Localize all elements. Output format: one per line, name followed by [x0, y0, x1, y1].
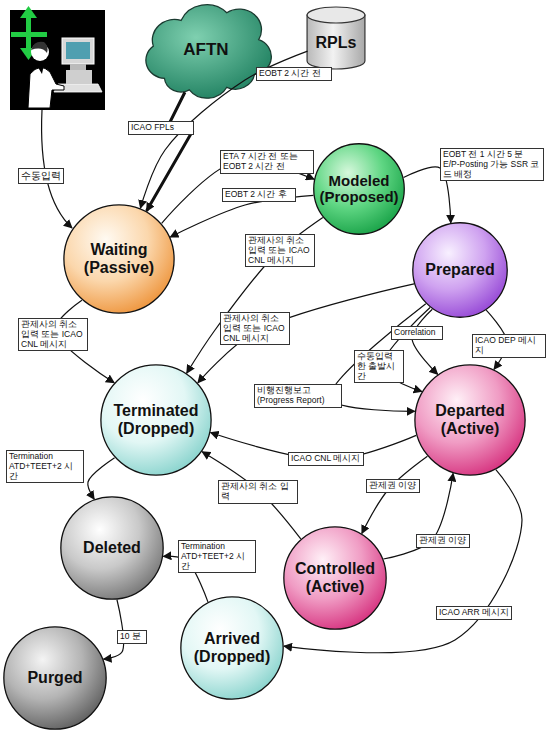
transition-arrow — [202, 452, 301, 539]
node-title: Purged — [8, 669, 103, 687]
state-circle-outline — [415, 365, 525, 475]
node-title: Modeled (Proposed) — [315, 173, 403, 206]
transition-label: EOBT 전 1 시간 5 분 E/P-Posting 가능 SSR 코드 배정 — [440, 148, 544, 181]
node-title: Arrived (Dropped) — [185, 630, 280, 665]
node-title: RPLs — [306, 34, 366, 52]
transition-arrow — [198, 284, 414, 383]
cloud-outline — [146, 5, 271, 99]
node-title: Deleted — [65, 539, 160, 557]
monitor-stand — [70, 64, 86, 70]
transition-label: 관제권 이양 — [416, 534, 470, 548]
state-circle-outline — [314, 144, 405, 235]
state-circle-outline — [64, 205, 174, 313]
transition-label: EOBT 2 시간 전 — [256, 67, 332, 81]
operator-figure — [28, 42, 64, 108]
node-title: Terminated (Dropped) — [106, 402, 206, 437]
transition-label: 비행진행보고 (Progress Report) — [254, 384, 342, 408]
lightning-arrow — [147, 92, 192, 211]
transition-label: Termination ATD+TEET+2 시간 — [178, 540, 256, 573]
computer-case — [66, 70, 92, 84]
state-circle-outline — [61, 497, 163, 599]
transition-arrow — [284, 470, 522, 653]
state-circle-outline — [284, 527, 386, 629]
transition-label: ICAO FPLs — [128, 121, 194, 135]
transition-label: 수동입력 한 출발시간 — [354, 350, 404, 383]
transition-arrow — [330, 304, 426, 412]
database-cylinder: RPLs — [305, 5, 367, 71]
arrow-shaft — [11, 32, 47, 37]
transition-arrow — [187, 217, 323, 373]
transition-label: 관제사의 취소 입력 또는 ICAO CNL 메시지 — [220, 312, 290, 345]
cylinder-top — [307, 7, 365, 23]
computer-symbol — [54, 38, 102, 92]
transition-label: Correlation — [391, 326, 443, 340]
node-title: Controlled (Active) — [287, 560, 383, 595]
state-circle-outline — [101, 365, 211, 475]
transition-label: 관제사의 취소 입력 또는 ICAO CNL 메시지 — [245, 234, 315, 267]
message-network-cloud: AFTN — [145, 5, 267, 95]
input-label: 수동입력 — [18, 168, 64, 184]
transition-label: Termination ATD+TEET+2 시간 — [6, 450, 84, 483]
node-title: AFTN — [156, 41, 256, 60]
transition-label: 10 분 — [117, 630, 147, 644]
operator-collar — [36, 64, 44, 74]
state-circle: Purged — [3, 626, 107, 730]
state-circle: Departed (Active) — [414, 364, 526, 476]
state-circle-outline — [413, 223, 507, 317]
state-circle: Deleted — [60, 496, 164, 600]
state-circle: Terminated (Dropped) — [100, 364, 212, 476]
node-title: Departed (Active) — [424, 402, 516, 437]
node-title: Prepared — [415, 261, 505, 279]
transition-label: ICAO DEP 메시지 — [472, 334, 546, 358]
state-circle: Modeled (Proposed) — [313, 143, 405, 235]
transition-label: ICAO ARR 메시지 — [436, 606, 512, 620]
operator-body — [28, 67, 64, 108]
transition-label: ICAO CNL 메시지 — [288, 452, 364, 466]
transition-arrow — [412, 309, 438, 374]
state-circle: Arrived (Dropped) — [180, 596, 284, 700]
state-circle-outline — [181, 597, 283, 699]
monitor-screen — [66, 42, 90, 59]
arrow-tip — [20, 6, 37, 18]
state-circle: Controlled (Active) — [283, 526, 387, 630]
transition-label: 관제사의 취소 입력 — [218, 480, 298, 504]
operator-hair — [31, 42, 48, 53]
state-circle-outline — [4, 627, 106, 729]
state-circle: Prepared — [412, 222, 508, 318]
transition-label: 관제사의 취소 입력 또는 ICAO CNL 메시지 — [18, 318, 88, 351]
transition-arrow — [362, 456, 428, 533]
operator-illustration-background — [10, 10, 105, 110]
transition-label: EOBT 2 시간 후 — [222, 188, 296, 202]
state-circle: Waiting (Passive) — [63, 204, 175, 314]
transition-label: ETA 7 시간 전 또는 EOBT 2 시간 전 — [220, 150, 314, 174]
monitor — [62, 38, 94, 64]
transition-label: 관제권 이양 — [366, 479, 420, 493]
node-title: Waiting (Passive) — [73, 241, 165, 276]
transition-arrow — [88, 458, 115, 499]
